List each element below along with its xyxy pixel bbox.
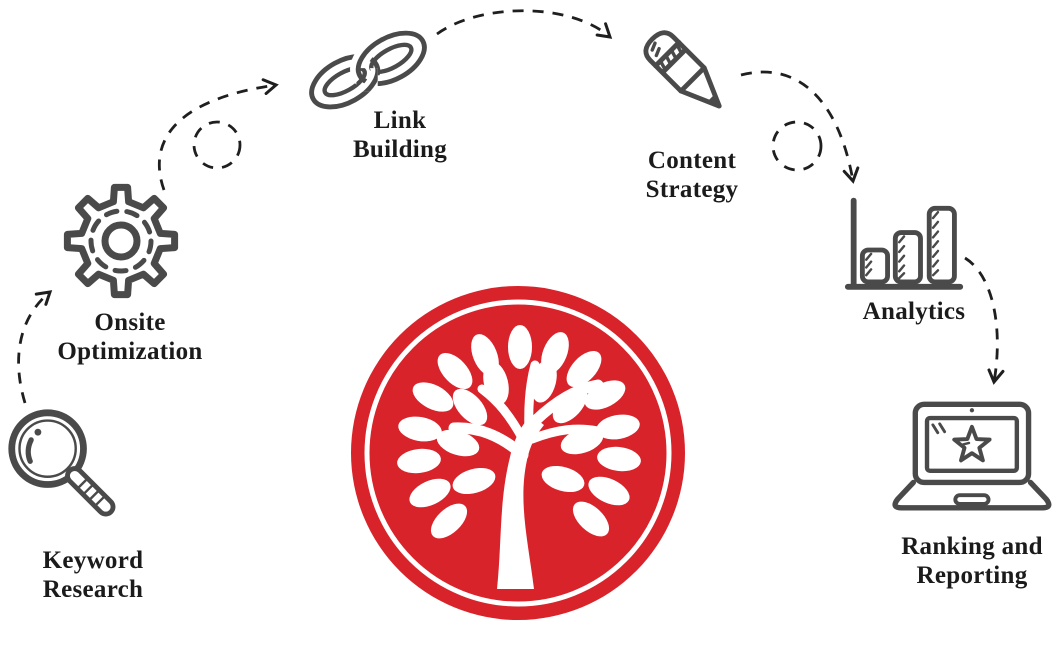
label-link-building: Link Building: [352, 107, 448, 163]
laptop-star-icon: [892, 401, 1052, 511]
label-analytics: Analytics: [862, 298, 966, 325]
label-content-strategy: Content Strategy: [645, 147, 739, 203]
label-ranking-reporting: Ranking and Reporting: [901, 533, 1043, 589]
logo-leaves: [397, 325, 641, 539]
logo-white-ring: [364, 299, 672, 607]
tree-logo: [351, 286, 685, 620]
gear-icon: [63, 183, 179, 299]
arrow-onsite-to-link: [157, 78, 279, 191]
magnifying-glass-icon: [8, 409, 116, 517]
pencil-icon: [643, 30, 722, 109]
chain-link-icon: [309, 24, 433, 110]
label-keyword-research: Keyword Research: [42, 547, 144, 603]
arrow-loop-left: [192, 120, 242, 170]
logo-tree-shape: [397, 325, 641, 589]
bar-chart-icon: [844, 197, 964, 290]
label-onsite-optimization: Onsite Optimization: [57, 309, 203, 365]
arrow-link-to-content: [436, 9, 613, 39]
